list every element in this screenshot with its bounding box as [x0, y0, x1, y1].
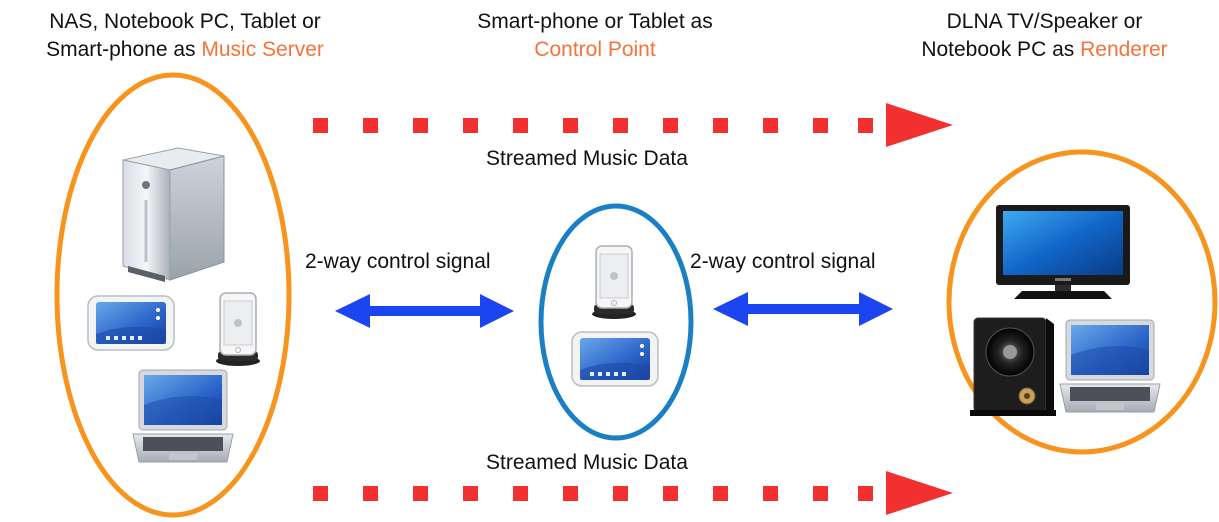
- right-control-label: 2-way control signal: [690, 250, 876, 273]
- left-control-label: 2-way control signal: [305, 250, 491, 273]
- tablet-icon: [87, 295, 175, 351]
- renderer-header-line1: DLNA TV/Speaker or: [946, 10, 1143, 33]
- smartphone-icon: [215, 292, 261, 367]
- right-control-arrow: [713, 292, 893, 326]
- bottom-stream-label: Streamed Music Data: [486, 451, 688, 474]
- renderer-header-prefix: Notebook PC as: [921, 38, 1081, 61]
- renderer-header: DLNA TV/Speaker or Notebook PC as Render…: [870, 8, 1219, 64]
- server-role: Music Server: [201, 38, 324, 61]
- server-header-line1: NAS, Notebook PC, Tablet or: [49, 10, 321, 33]
- tv-icon: [996, 205, 1130, 299]
- control-smartphone-icon: [591, 245, 637, 320]
- renderer-header-line2: Notebook PC as Renderer: [870, 36, 1219, 64]
- control-tablet-icon: [571, 331, 659, 387]
- renderer-group-ellipse: [946, 149, 1218, 455]
- control-header: Smart-phone or Tablet as Control Point: [445, 8, 745, 64]
- control-point-ellipse: [538, 203, 694, 441]
- top-stream-arrow: [313, 103, 953, 147]
- nas-tower-icon: [122, 147, 225, 282]
- laptop-icon: [132, 369, 234, 463]
- speaker-icon: [970, 317, 1056, 416]
- control-role: Control Point: [534, 38, 656, 61]
- renderer-laptop-icon: [1059, 319, 1161, 413]
- control-header-line1: Smart-phone or Tablet as: [477, 10, 713, 33]
- ellipse-gap: [572, 402, 658, 410]
- server-header-line2: Smart-phone as Music Server: [0, 36, 370, 64]
- left-control-arrow: [335, 294, 514, 328]
- server-header: NAS, Notebook PC, Tablet or Smart-phone …: [0, 8, 370, 64]
- server-header-prefix: Smart-phone as: [46, 38, 202, 61]
- server-group-ellipse: [54, 72, 292, 518]
- renderer-role: Renderer: [1080, 38, 1168, 61]
- bottom-stream-arrow: [313, 471, 953, 515]
- top-stream-label: Streamed Music Data: [486, 147, 688, 170]
